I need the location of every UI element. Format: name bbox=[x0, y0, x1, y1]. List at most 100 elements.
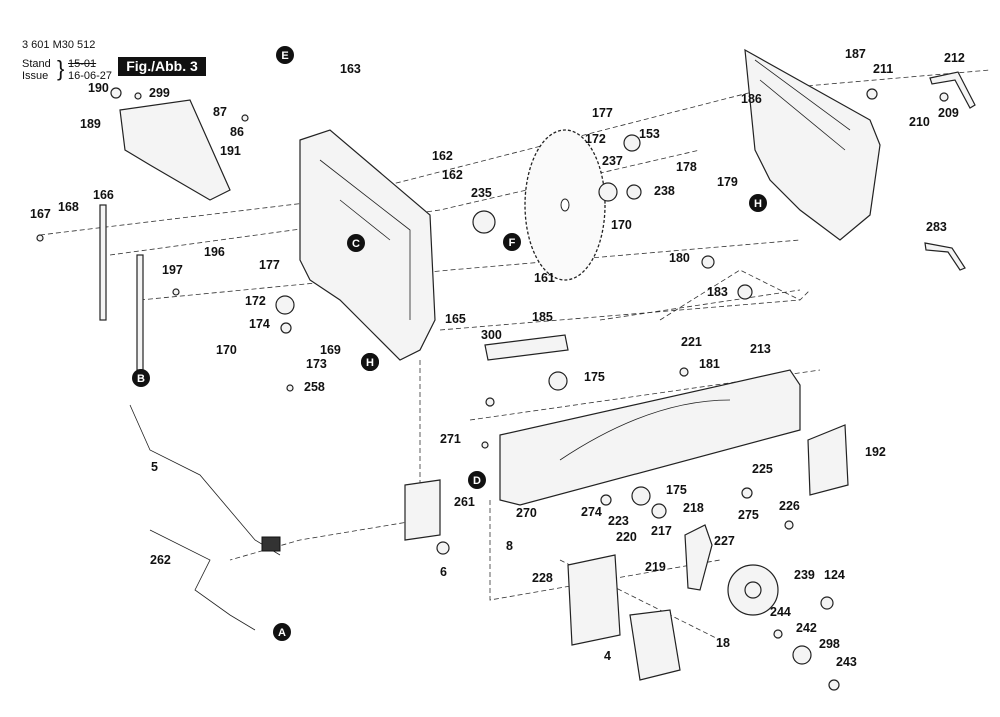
part-label: 238 bbox=[654, 184, 675, 198]
part-label: 270 bbox=[516, 506, 537, 520]
part-label: 172 bbox=[245, 294, 266, 308]
issue-value: 16-06-27 bbox=[68, 70, 113, 82]
part-label: 237 bbox=[602, 154, 623, 168]
part-label: 189 bbox=[80, 117, 101, 131]
part-label: 219 bbox=[645, 560, 666, 574]
part-label: 86 bbox=[230, 125, 244, 139]
part-label: 283 bbox=[926, 220, 947, 234]
ref-marker-a: A bbox=[273, 623, 291, 641]
hex-key bbox=[929, 71, 976, 109]
part-label: 179 bbox=[717, 175, 738, 189]
part-label: 271 bbox=[440, 432, 461, 446]
part-label: 170 bbox=[611, 218, 632, 232]
part-label: 87 bbox=[213, 105, 227, 119]
ref-marker-circle bbox=[468, 471, 486, 489]
part-label: 190 bbox=[88, 81, 109, 95]
part-label: 177 bbox=[592, 106, 613, 120]
part-label: 223 bbox=[608, 514, 629, 528]
part-label: 6 bbox=[440, 565, 447, 579]
part-label: 275 bbox=[738, 508, 759, 522]
part-label: 162 bbox=[442, 168, 463, 182]
part-label: 261 bbox=[454, 495, 475, 509]
document-number: 3 601 M30 512 bbox=[22, 39, 96, 51]
part-label: 18 bbox=[716, 636, 730, 650]
part-label: 165 bbox=[445, 312, 466, 326]
part-label: 220 bbox=[616, 530, 637, 544]
ref-marker-text: H bbox=[366, 357, 374, 369]
ref-marker-circle bbox=[749, 194, 767, 212]
dust-chute bbox=[119, 99, 231, 201]
part-label: 161 bbox=[534, 271, 555, 285]
figure-label: Fig./Abb. 3 bbox=[118, 57, 206, 76]
ref-marker-text: E bbox=[281, 50, 288, 62]
issue-label: Issue bbox=[22, 70, 49, 82]
part-label: 174 bbox=[249, 317, 270, 331]
part-label: 274 bbox=[581, 505, 602, 519]
part-label: 8 bbox=[506, 539, 513, 553]
motor-housing bbox=[299, 129, 436, 361]
part-label: 299 bbox=[149, 86, 170, 100]
ref-marker-circle bbox=[276, 46, 294, 64]
plug bbox=[261, 536, 281, 552]
document-header: 3 601 M30 512 Stand Issue } 15-01 16-06-… bbox=[0, 0, 260, 110]
part-label: 213 bbox=[750, 342, 771, 356]
part-label: 177 bbox=[259, 258, 280, 272]
fasteners bbox=[36, 87, 949, 691]
part-label: 209 bbox=[938, 106, 959, 120]
ref-marker-text: F bbox=[509, 237, 516, 249]
rail-166 bbox=[99, 204, 107, 321]
part-label: 175 bbox=[584, 370, 605, 384]
ref-marker-text: C bbox=[352, 238, 360, 250]
part-label: 227 bbox=[714, 534, 735, 548]
part-label: 258 bbox=[304, 380, 325, 394]
part-label: 243 bbox=[836, 655, 857, 669]
part-label: 169 bbox=[320, 343, 341, 357]
stand-value: 15-01 bbox=[68, 58, 97, 70]
part-label: 221 bbox=[681, 335, 702, 349]
part-label: 185 bbox=[532, 310, 553, 324]
part-label: 192 bbox=[865, 445, 886, 459]
part-label: 197 bbox=[162, 263, 183, 277]
hex-key-small bbox=[924, 242, 966, 271]
label-plate bbox=[807, 424, 849, 496]
power-cord bbox=[129, 404, 281, 556]
part-label: 167 bbox=[30, 207, 51, 221]
ref-marker-circle bbox=[347, 234, 365, 252]
ref-marker-h: H bbox=[361, 353, 379, 371]
part-label: 217 bbox=[651, 524, 672, 538]
part-label: 300 bbox=[481, 328, 502, 342]
ref-marker-circle bbox=[132, 369, 150, 387]
knob-hub bbox=[744, 581, 762, 599]
crank-handle bbox=[684, 524, 713, 591]
ref-marker-c: C bbox=[347, 234, 365, 252]
part-label: 218 bbox=[683, 501, 704, 515]
part-label: 178 bbox=[676, 160, 697, 174]
stand-label: Stand bbox=[22, 58, 51, 70]
ref-marker-e: E bbox=[276, 46, 294, 64]
part-label: 180 bbox=[669, 251, 690, 265]
part-label: 5 bbox=[151, 460, 158, 474]
part-label: 186 bbox=[741, 92, 762, 106]
switch-box bbox=[404, 479, 441, 541]
part-label: 242 bbox=[796, 621, 817, 635]
part-label: 225 bbox=[752, 462, 773, 476]
brace-icon: } bbox=[57, 56, 65, 81]
ref-marker-circle bbox=[361, 353, 379, 371]
front-rail bbox=[499, 369, 801, 506]
part-label: 124 bbox=[824, 568, 845, 582]
part-label: 228 bbox=[532, 571, 553, 585]
part-label: 191 bbox=[220, 144, 241, 158]
label-strip bbox=[484, 334, 569, 361]
part-label: 235 bbox=[471, 186, 492, 200]
part-label: 166 bbox=[93, 188, 114, 202]
internal-cable bbox=[149, 529, 256, 631]
ref-marker-f: F bbox=[503, 233, 521, 251]
part-label: 298 bbox=[819, 637, 840, 651]
part-label: 173 bbox=[306, 357, 327, 371]
part-label: 187 bbox=[845, 47, 866, 61]
part-label: 4 bbox=[604, 649, 611, 663]
ref-marker-text: A bbox=[278, 627, 286, 639]
switch-cover bbox=[567, 554, 621, 646]
part-label: 170 bbox=[216, 343, 237, 357]
